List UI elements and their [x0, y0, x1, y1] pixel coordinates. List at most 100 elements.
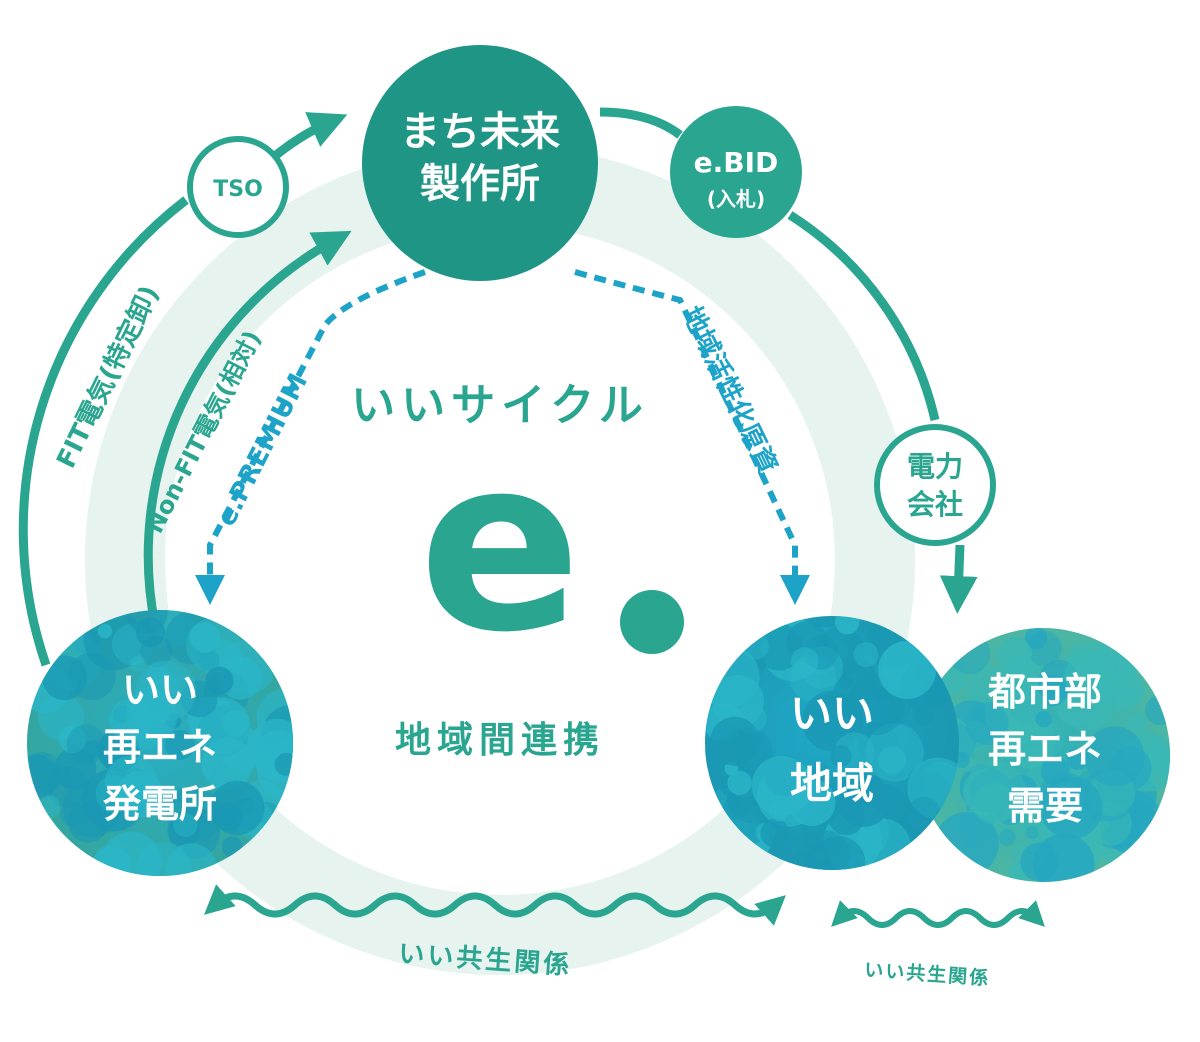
hub-label-line1: まち未来 [400, 109, 560, 155]
bubble-dot [84, 740, 102, 758]
bubble-dot [37, 795, 60, 818]
tso-label: TSO [213, 177, 263, 202]
generator-bubble-texture [27, 610, 293, 876]
power-to-urban-arrow [939, 544, 978, 614]
bubble-dot [788, 778, 836, 827]
urban-line1: 都市部 [987, 670, 1102, 714]
bubble-dot [829, 745, 852, 768]
bubble-dot [1118, 683, 1137, 702]
tso-node [187, 136, 289, 238]
bubble-dot [42, 655, 87, 701]
bubble-dot [969, 769, 1013, 813]
nonfit-flow-arc [143, 230, 352, 626]
bubble-dot [135, 660, 197, 722]
bubble-dot [59, 801, 86, 828]
bubble-dot [914, 705, 934, 726]
bubble-dot [1084, 726, 1145, 787]
bubble-dot [710, 716, 760, 766]
bubble-dot [837, 773, 891, 827]
bubble-dot [1036, 674, 1069, 707]
urban-line3: 需要 [1007, 784, 1083, 828]
bubble-dot [1019, 746, 1043, 770]
hub-node [362, 45, 598, 281]
bubble-dot [1020, 842, 1059, 882]
generator-line1: いい [122, 668, 198, 712]
bubble-dot [165, 843, 218, 876]
bubble-dot [834, 616, 860, 635]
symbiosis-wave-small [831, 900, 1045, 928]
revitalization-dashed-flow [574, 269, 810, 605]
bubble-dot [1035, 711, 1052, 728]
bubble-dot [1007, 775, 1038, 806]
bubble-dot [210, 780, 265, 836]
bubble-dot [167, 813, 201, 847]
bubble-dot [727, 770, 752, 796]
bubble-dot [964, 760, 1026, 822]
bubble-dot [997, 637, 1033, 672]
bubble-dot [705, 755, 715, 768]
e-logo-letter: e [419, 405, 582, 685]
ebid-to-power-arc [787, 211, 940, 422]
bubble-dot [878, 640, 937, 699]
bubble-dot [705, 645, 760, 708]
bubble-dot [173, 813, 198, 837]
bubble-dot [130, 655, 146, 672]
generator-line2: 再エネ [103, 725, 217, 769]
fit-flow-arrow [267, 112, 348, 164]
region-line2: 地域 [790, 759, 874, 808]
bubble-dot [66, 724, 107, 764]
urban-bubble-texture [916, 628, 1170, 882]
bubble-dot [1040, 776, 1103, 839]
bubble-dot [97, 624, 112, 639]
premium-dashed-flow [195, 269, 426, 605]
bubble-dot [865, 723, 924, 782]
bubble-dot [95, 774, 134, 813]
bubble-dot [791, 647, 819, 675]
bubble-dot [973, 783, 1016, 825]
bubble-dot [965, 702, 1009, 746]
symbiosis-label-small: いい共生関係 [864, 958, 991, 990]
power-company-line1: 電力 [907, 450, 963, 483]
bubble-dot [768, 799, 791, 822]
ebid-sub-label: (入札) [707, 187, 765, 211]
bubble-dot [173, 788, 188, 803]
bubble-dot [1025, 825, 1039, 840]
bubble-dot [274, 752, 293, 776]
power-company-line2: 会社 [907, 488, 963, 521]
bubble-dot [1145, 695, 1170, 726]
bubble-dot [1066, 747, 1089, 771]
bubble-dot [1026, 631, 1062, 666]
bubble-dot [126, 610, 168, 634]
bubble-dot [949, 633, 991, 675]
urban-line2: 再エネ [988, 727, 1102, 771]
fit-flow-arc [18, 196, 189, 667]
region-line1: いい [790, 689, 874, 738]
ebid-label: e.BID [694, 146, 779, 179]
bubble-dot [140, 635, 173, 668]
bubble-dot [164, 730, 195, 760]
hub-to-ebid-arc [599, 107, 683, 139]
bubble-dot [58, 725, 87, 754]
hub-label-line2: 製作所 [420, 161, 540, 207]
power-company-node [874, 424, 996, 546]
symbiosis-wave-main [204, 884, 786, 926]
bubble-dot [853, 642, 879, 668]
generator-line3: 発電所 [103, 782, 217, 826]
bubble-dot [839, 674, 853, 689]
bubble-dot [1127, 712, 1147, 733]
bubble-dot [802, 830, 850, 870]
bubble-dot [760, 818, 790, 848]
bubble-dot [907, 796, 941, 830]
inter-regional-caption: 地域間連携 [395, 720, 605, 761]
bubble-dot [189, 622, 221, 653]
cycle-tagline: いいサイクル [351, 380, 649, 431]
bubble-dot [47, 766, 89, 809]
bubble-dot [93, 844, 130, 876]
bubble-dot [1064, 651, 1117, 705]
ebid-node [670, 106, 802, 238]
bubble-dot [201, 738, 254, 790]
e-logo-dot [620, 590, 684, 654]
bubble-dot [998, 829, 1016, 847]
bubble-dot [804, 694, 853, 743]
